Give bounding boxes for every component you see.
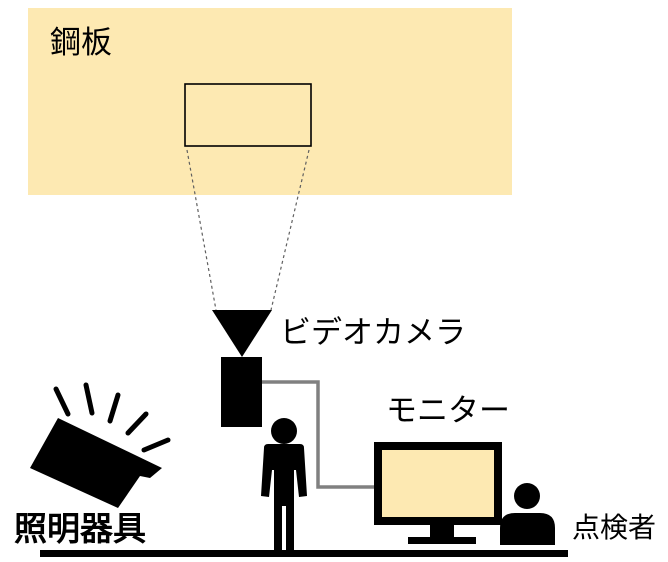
video-camera-label: ビデオカメラ — [280, 315, 466, 351]
steel-plate — [28, 8, 512, 195]
seated-inspector-icon — [500, 483, 555, 545]
monitor-icon — [374, 442, 502, 544]
monitor-screen — [382, 450, 494, 517]
video-cable — [262, 380, 374, 489]
inspector-label: 点検者 — [572, 511, 657, 544]
inspection-area — [184, 83, 312, 147]
floor-line — [40, 550, 568, 557]
floodlight-icon — [30, 382, 171, 508]
video-camera-icon — [212, 310, 272, 427]
monitor-label: モニター — [386, 393, 510, 429]
person-icon — [261, 418, 307, 552]
lighting-label: 照明器具 — [14, 509, 146, 548]
steel-plate-label: 鋼板 — [50, 25, 112, 61]
